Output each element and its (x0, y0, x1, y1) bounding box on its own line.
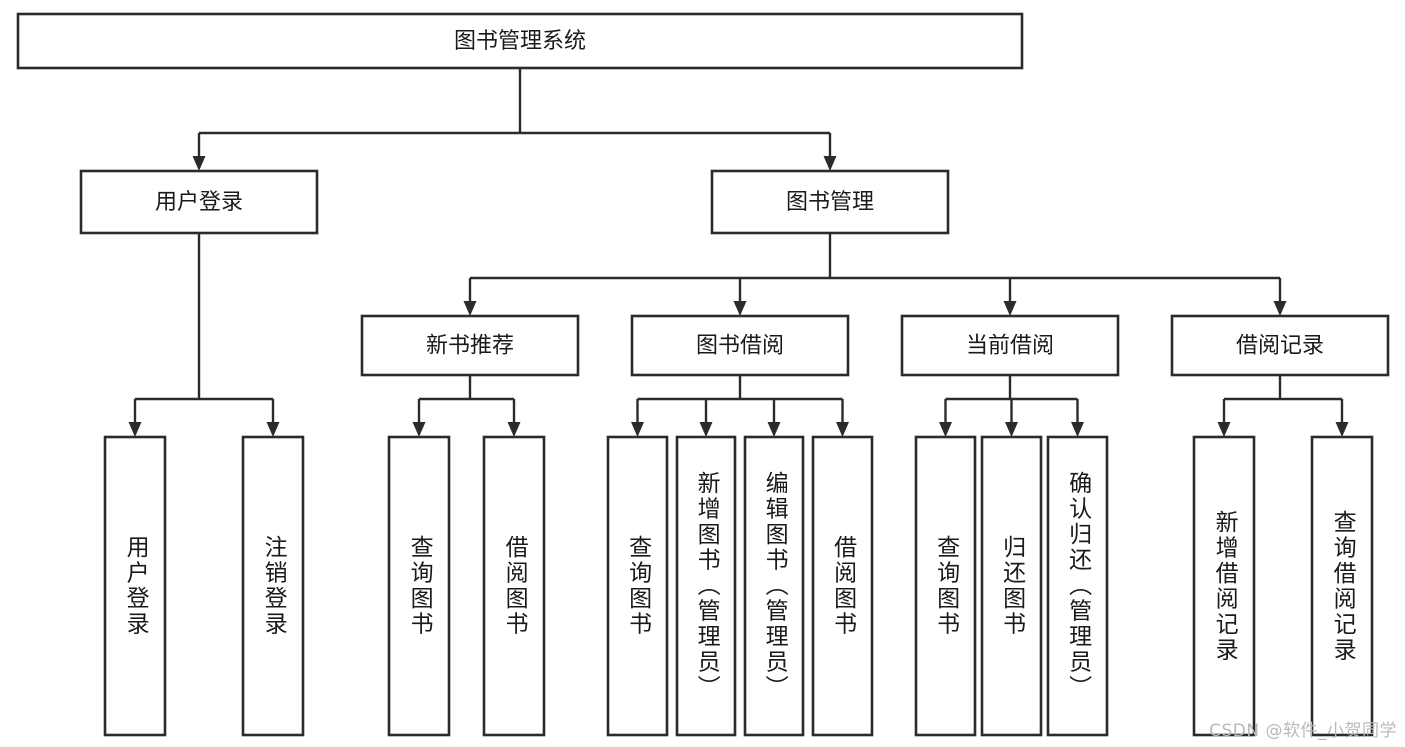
node-box-leaf-query-books-current (914, 435, 977, 737)
arrow-head (128, 422, 142, 437)
boxes-layer (16, 12, 1390, 737)
node-box-leaf-query-borrow-record (1310, 435, 1374, 737)
arrow-head (836, 422, 849, 437)
arrow-head (823, 156, 837, 171)
node-label-borrow-records: 借阅记录 (1236, 334, 1324, 359)
arrow-head (1273, 301, 1287, 316)
arrow-head (699, 422, 713, 437)
arrow-head (1071, 422, 1084, 437)
node-label-book-management: 图书管理 (786, 190, 874, 215)
node-box-book-borrow (630, 314, 850, 377)
node-box-leaf-borrow-books-new (482, 435, 546, 737)
arrow-head (767, 422, 781, 437)
watermark-text: CSDN @软件_小贺同学 (1209, 721, 1397, 741)
arrow-head (266, 422, 280, 437)
arrow-head (1335, 422, 1349, 437)
node-box-leaf-add-borrow-record (1192, 435, 1256, 737)
node-box-user-login (79, 169, 319, 235)
arrow-head (631, 422, 644, 437)
node-label-user-login: 用户登录 (155, 190, 243, 215)
node-box-book-management (710, 169, 950, 235)
node-box-leaf-return-book (980, 435, 1043, 737)
edges-layer (128, 68, 1349, 437)
node-box-leaf-edit-book-admin (743, 435, 805, 737)
arrow-head (1217, 422, 1231, 437)
node-box-leaf-confirm-return-admin (1046, 435, 1109, 737)
arrow-head (412, 422, 426, 437)
arrow-head (1003, 301, 1017, 316)
node-label-root: 图书管理系统 (454, 29, 586, 54)
node-box-leaf-query-books-borrow (606, 435, 669, 737)
arrow-head (463, 301, 477, 316)
arrow-head (733, 301, 747, 316)
node-label-current-borrow: 当前借阅 (966, 334, 1054, 359)
node-box-root (16, 12, 1024, 70)
node-box-current-borrow (900, 314, 1120, 377)
arrow-head (507, 422, 521, 437)
arrow-head (939, 422, 952, 437)
node-box-leaf-borrow-book (811, 435, 874, 737)
arrow-head (192, 156, 206, 171)
node-label-new-book-recommend: 新书推荐 (426, 334, 514, 359)
arrow-head (1005, 422, 1018, 437)
node-box-new-book-recommend (360, 314, 580, 377)
node-label-book-borrow: 图书借阅 (696, 334, 784, 359)
node-box-leaf-user-login (103, 435, 167, 737)
node-box-leaf-query-books-new (387, 435, 451, 737)
node-box-leaf-add-book-admin (675, 435, 737, 737)
node-box-borrow-records (1170, 314, 1390, 377)
node-box-leaf-logout (241, 435, 305, 737)
